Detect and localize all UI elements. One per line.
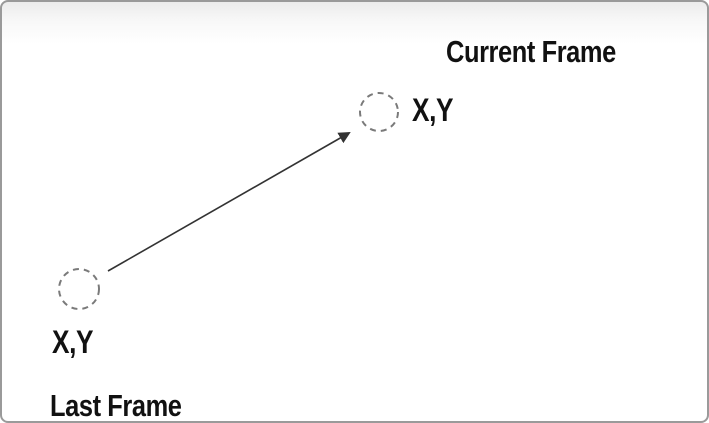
- current-frame-title: Current Frame: [446, 34, 616, 69]
- current-frame-coord-label: X,Y: [412, 92, 454, 128]
- last-position-marker: [58, 268, 100, 310]
- last-frame-title: Last Frame: [50, 388, 182, 423]
- last-frame-coord-label: X,Y: [52, 324, 94, 360]
- current-position-marker: [359, 92, 399, 132]
- motion-vector-arrow: [107, 132, 351, 272]
